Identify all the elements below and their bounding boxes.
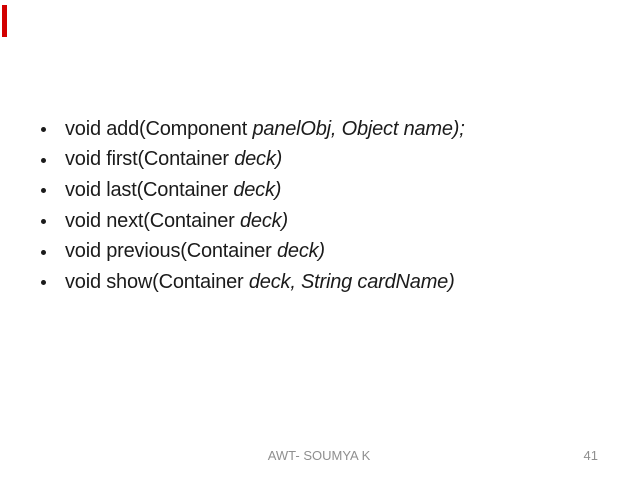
bullet-text-italic: deck, String cardName) — [248, 270, 455, 293]
list-item: void first(Container deck) — [41, 145, 465, 176]
bullet-text-italic: deck) — [276, 240, 325, 263]
list-item: void add(Component panelObj, Object name… — [41, 114, 465, 145]
bullet-text-regular: void first(Container — [65, 148, 235, 171]
bullet-text-regular: void last(Container — [65, 178, 234, 201]
list-item: void previous(Container deck) — [41, 236, 465, 267]
page-number: 41 — [583, 448, 598, 463]
bullet-text-italic: panelObj, Object name); — [252, 117, 465, 140]
bullet-icon — [41, 127, 46, 133]
bullet-text: void last(Container deck) — [65, 179, 281, 202]
bullet-icon — [41, 188, 46, 194]
list-item: void last(Container deck) — [41, 175, 465, 206]
bullet-text-italic: deck) — [233, 178, 282, 201]
bullet-text-italic: deck) — [234, 148, 283, 171]
bullet-text-regular: void show(Container — [65, 270, 249, 293]
bullet-text: void previous(Container deck) — [65, 240, 325, 263]
list-item: void next(Container deck) — [41, 206, 465, 237]
bullet-icon — [41, 219, 46, 225]
bullet-text: void show(Container deck, String cardNam… — [65, 271, 455, 294]
bullet-icon — [41, 280, 46, 286]
bullet-text-regular: void add(Component — [65, 117, 253, 140]
bullet-text-regular: void previous(Container — [65, 240, 277, 263]
bullet-text: void next(Container deck) — [65, 210, 288, 233]
bullet-text-italic: deck) — [240, 209, 288, 232]
bullet-text-regular: void next(Container — [65, 209, 240, 232]
list-item: void show(Container deck, String cardNam… — [41, 267, 465, 298]
bullet-text: void add(Component panelObj, Object name… — [65, 118, 465, 141]
bullet-icon — [41, 157, 46, 163]
bullet-text: void first(Container deck) — [65, 148, 282, 171]
footer-label: AWT- SOUMYA K — [267, 448, 371, 463]
bullet-list: void add(Component panelObj, Object name… — [41, 114, 465, 298]
red-accent-bar — [2, 5, 7, 37]
bullet-icon — [41, 249, 46, 255]
